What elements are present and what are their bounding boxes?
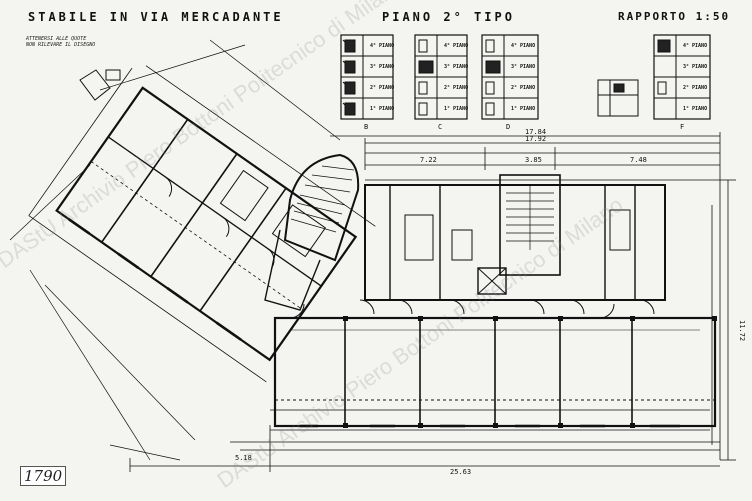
key-c-floor-1: 1° PIANO [444,106,468,112]
dim-seg-3: 7.48 [630,156,647,164]
archive-number: 1790 [20,466,67,486]
note-line-1: ATTENERSI ALLE QUOTE [26,36,87,42]
key-f-floor-4: 4° PIANO [683,43,707,49]
dimension-note: ATTENERSI ALLE QUOTE NON RILEVARE IL DIS… [26,36,95,48]
key-f-floor-1: 1° PIANO [683,106,707,112]
key-plan-c [414,34,468,120]
floor-title: PIANO 2° TIPO [382,10,515,24]
curved-stair [264,153,360,311]
key-d-floor-1: 1° PIANO [511,106,535,112]
key-d-floor-4: 4° PIANO [511,43,535,49]
key-d-floor-2: 2° PIANO [511,85,535,91]
dim-top-total-2: 17.92 [525,135,546,143]
bottom-dimension-chain [129,409,720,472]
key-b-floor-2: 2° PIANO [370,85,394,91]
scale-title: RAPPORTO 1:50 [618,10,731,23]
dim-seg-1: 7.22 [420,156,437,164]
key-plan-f [653,34,711,120]
key-b-floor-4: 4° PIANO [370,43,394,49]
left-wing-plan [28,65,376,383]
key-plan-small-left [79,69,121,101]
key-f-floor-2: 2° PIANO [683,85,707,91]
dim-bottom-left: 5.18 [235,454,252,462]
key-c-floor-3: 3° PIANO [444,64,468,70]
key-d-floor-3: 3° PIANO [511,64,535,70]
left-diagonal-dimensions [9,39,341,461]
note-line-2: NON RILEVARE IL DISEGNO [26,42,96,48]
key-letter-c: C [438,123,442,131]
key-letter-f: F [680,123,684,131]
building-title: STABILE IN VIA MERCADANTE [28,10,284,24]
key-plan-small-e [597,79,639,117]
top-dimension-chain [330,132,721,460]
key-b-floor-3: 3° PIANO [370,64,394,70]
dim-top-total: 17.84 [525,128,546,136]
key-c-floor-2: 2° PIANO [444,85,468,91]
right-wing-plan [273,174,717,428]
key-letter-d: D [506,123,510,131]
dim-bottom-total: 25.63 [450,468,471,476]
dim-right-height: 11.72 [738,320,746,341]
key-b-floor-1: 1° PIANO [370,106,394,112]
key-letter-b: B [364,123,368,131]
key-c-floor-4: 4° PIANO [444,43,468,49]
key-plan-d [481,34,539,120]
dim-seg-2: 3.85 [525,156,542,164]
key-plan-b [340,34,394,120]
right-dimension [711,179,736,461]
key-f-floor-3: 3° PIANO [683,64,707,70]
